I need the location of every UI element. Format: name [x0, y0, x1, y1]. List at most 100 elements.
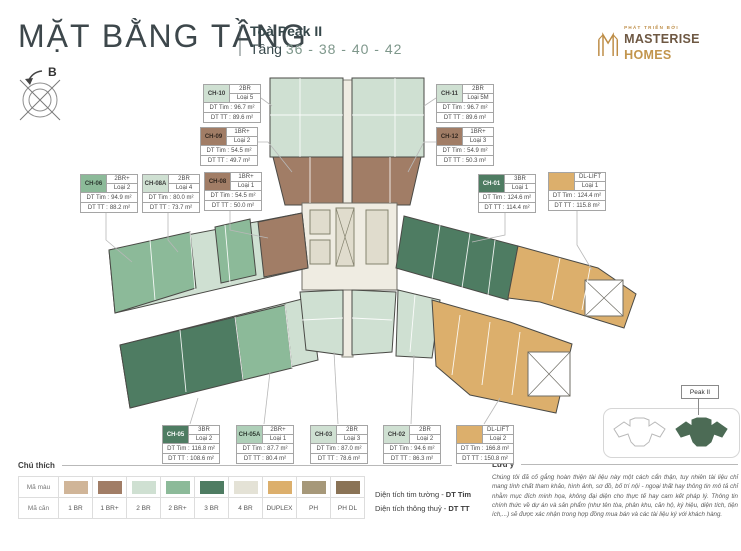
- unit-area-tt: DT TT :50.3 m²: [436, 156, 494, 166]
- minimap-leader-line: [698, 397, 699, 415]
- plan-elevator: [309, 239, 331, 265]
- unit-type: 3BR: [189, 426, 219, 435]
- unit-type: DL-LIFT: [483, 426, 513, 435]
- compass-north-label: B: [48, 65, 57, 79]
- unit-type: 2BR: [410, 426, 440, 435]
- plan-left-wing-upper: [108, 212, 309, 314]
- unit-area-tt: DT TT :88.2 m²: [80, 203, 138, 213]
- unit-area-tt: DT TT :78.6 m²: [310, 454, 368, 464]
- unit-code: CH-10: [204, 85, 230, 102]
- unit-area-tim: DT Tim :124.4 m²: [548, 191, 606, 201]
- unit-area-tim: DT Tim :94.9 m²: [80, 193, 138, 203]
- unit-variant: Loại 1: [269, 436, 287, 442]
- unit-area-tt: DT TT :73.7 m²: [142, 203, 200, 213]
- unit-variant: Loại 1: [237, 183, 255, 189]
- unit-variant: Loại 5: [236, 95, 254, 101]
- plan-unit-ch02: [395, 289, 441, 359]
- legend-rule: [61, 465, 452, 466]
- unit-area-tim: DT Tim :124.6 m²: [478, 193, 536, 203]
- plan-unit-ch12: [351, 156, 422, 206]
- site-minimap: [603, 408, 740, 458]
- disclaimer: Lưu ý Chúng tôi đã cố gắng hoàn thiện tà…: [492, 460, 738, 519]
- floor-line: Tầng 36 - 38 - 40 - 42: [250, 41, 402, 59]
- compass: B: [19, 65, 61, 121]
- plan-unit-ch10: [269, 77, 344, 158]
- minimap-peak2-label: Peak II: [681, 385, 719, 399]
- legend-type-label: 4 BR: [228, 497, 263, 519]
- unit-type: DL-LIFT: [575, 173, 605, 182]
- legend-swatch: [199, 480, 224, 494]
- logo-name: MASTERISE HOMES: [624, 31, 700, 63]
- unit-area-tt: DT TT :86.3 m²: [383, 454, 441, 464]
- tower-name: Toà Peak II: [250, 23, 323, 39]
- masterise-m-icon: [598, 32, 619, 57]
- plan-elevator: [365, 209, 389, 265]
- legend-type-label: PH DL: [330, 497, 365, 519]
- unit-area-tim: DT Tim :87.0 m²: [310, 444, 368, 454]
- unit-info-ch08: CH-08 1BR+Loại 1 DT Tim :54.5 m² DT TT :…: [204, 172, 262, 211]
- legend-type-label: 2 BR: [126, 497, 161, 519]
- plan-elevator: [309, 209, 331, 235]
- legend-table: Mã màu Mã căn 1 BR 1 BR+ 2 BR 2 BR+ 3 BR…: [18, 476, 452, 519]
- minimap-peak1-outline: [613, 417, 666, 447]
- legend-swatch: [131, 480, 156, 494]
- unit-variant: Loại 2: [416, 436, 434, 442]
- plan-unit-ch01: [395, 215, 519, 301]
- plan-unit-ch08: [257, 212, 309, 278]
- legend-swatch-cell: [160, 476, 195, 498]
- unit-variant: Loại 5M: [467, 95, 489, 101]
- unit-type: 2BR: [230, 85, 260, 94]
- unit-code: CH-02: [384, 426, 410, 443]
- unit-area-tt: DT TT :50.0 m²: [204, 201, 262, 211]
- floor-label: Tầng: [250, 40, 282, 57]
- unit-area-tt: DT TT :108.6 m²: [162, 454, 220, 464]
- legend-type-label: PH: [296, 497, 331, 519]
- unit-variant: Loại 2: [489, 436, 507, 442]
- unit-area-tim: DT Tim :54.5 m²: [204, 191, 262, 201]
- legend-type-label: 2 BR+: [160, 497, 195, 519]
- unit-area-tt: DT TT :115.8 m²: [548, 201, 606, 211]
- plan-unit-ch05: [119, 316, 244, 409]
- unit-code: CH-03: [311, 426, 337, 443]
- plan-corridor-spine: [341, 79, 354, 358]
- floor-numbers: 36 - 38 - 40 - 42: [285, 40, 403, 57]
- unit-code: CH-05: [163, 426, 189, 443]
- unit-area-tim: DT Tim :116.8 m²: [162, 444, 220, 454]
- unit-area-tim: DT Tim :54.9 m²: [436, 146, 494, 156]
- unit-area-tt: DT TT :80.4 m²: [236, 454, 294, 464]
- unit-variant: Loại 1: [581, 183, 599, 189]
- legend-swatch-cell: [194, 476, 229, 498]
- legend-row2-label: Mã căn: [18, 497, 59, 519]
- unit-area-tim: DT Tim :54.5 m²: [200, 146, 258, 156]
- legend-swatch: [301, 480, 326, 494]
- legend-type-label: 1 BR+: [92, 497, 127, 519]
- plan-unit-ch11: [351, 77, 425, 158]
- unit-area-tim: DT Tim :96.7 m²: [436, 103, 494, 113]
- unit-area-tt: DT TT :49.7 m²: [200, 156, 258, 166]
- plan-void-lower: [527, 351, 571, 397]
- unit-info-ch05a: CH-05A 2BR+Loại 1 DT Tim :87.7 m² DT TT …: [236, 425, 294, 464]
- unit-variant: Loại 3: [469, 138, 487, 144]
- unit-type: 2BR: [463, 85, 493, 94]
- page-title: MẶT BẰNG TẦNG: [18, 18, 308, 54]
- unit-code: CH-08: [205, 173, 231, 190]
- legend-title: Chú thích: [18, 461, 55, 470]
- unit-variant: Loại 4: [175, 185, 193, 191]
- unit-type: 2BR+: [263, 426, 293, 435]
- unit-area-tt: DT TT :114.4 m²: [478, 203, 536, 213]
- unit-area-tim: DT Tim :96.7 m²: [203, 103, 261, 113]
- unit-code: [457, 426, 483, 443]
- unit-area-tim: DT Tim :166.8 m²: [456, 444, 514, 454]
- unit-type: 1BR+: [227, 128, 257, 137]
- unit-area-tim: DT Tim :87.7 m²: [236, 444, 294, 454]
- unit-area-tt: DT TT :89.6 m²: [436, 113, 494, 123]
- unit-type: 3BR: [505, 175, 535, 184]
